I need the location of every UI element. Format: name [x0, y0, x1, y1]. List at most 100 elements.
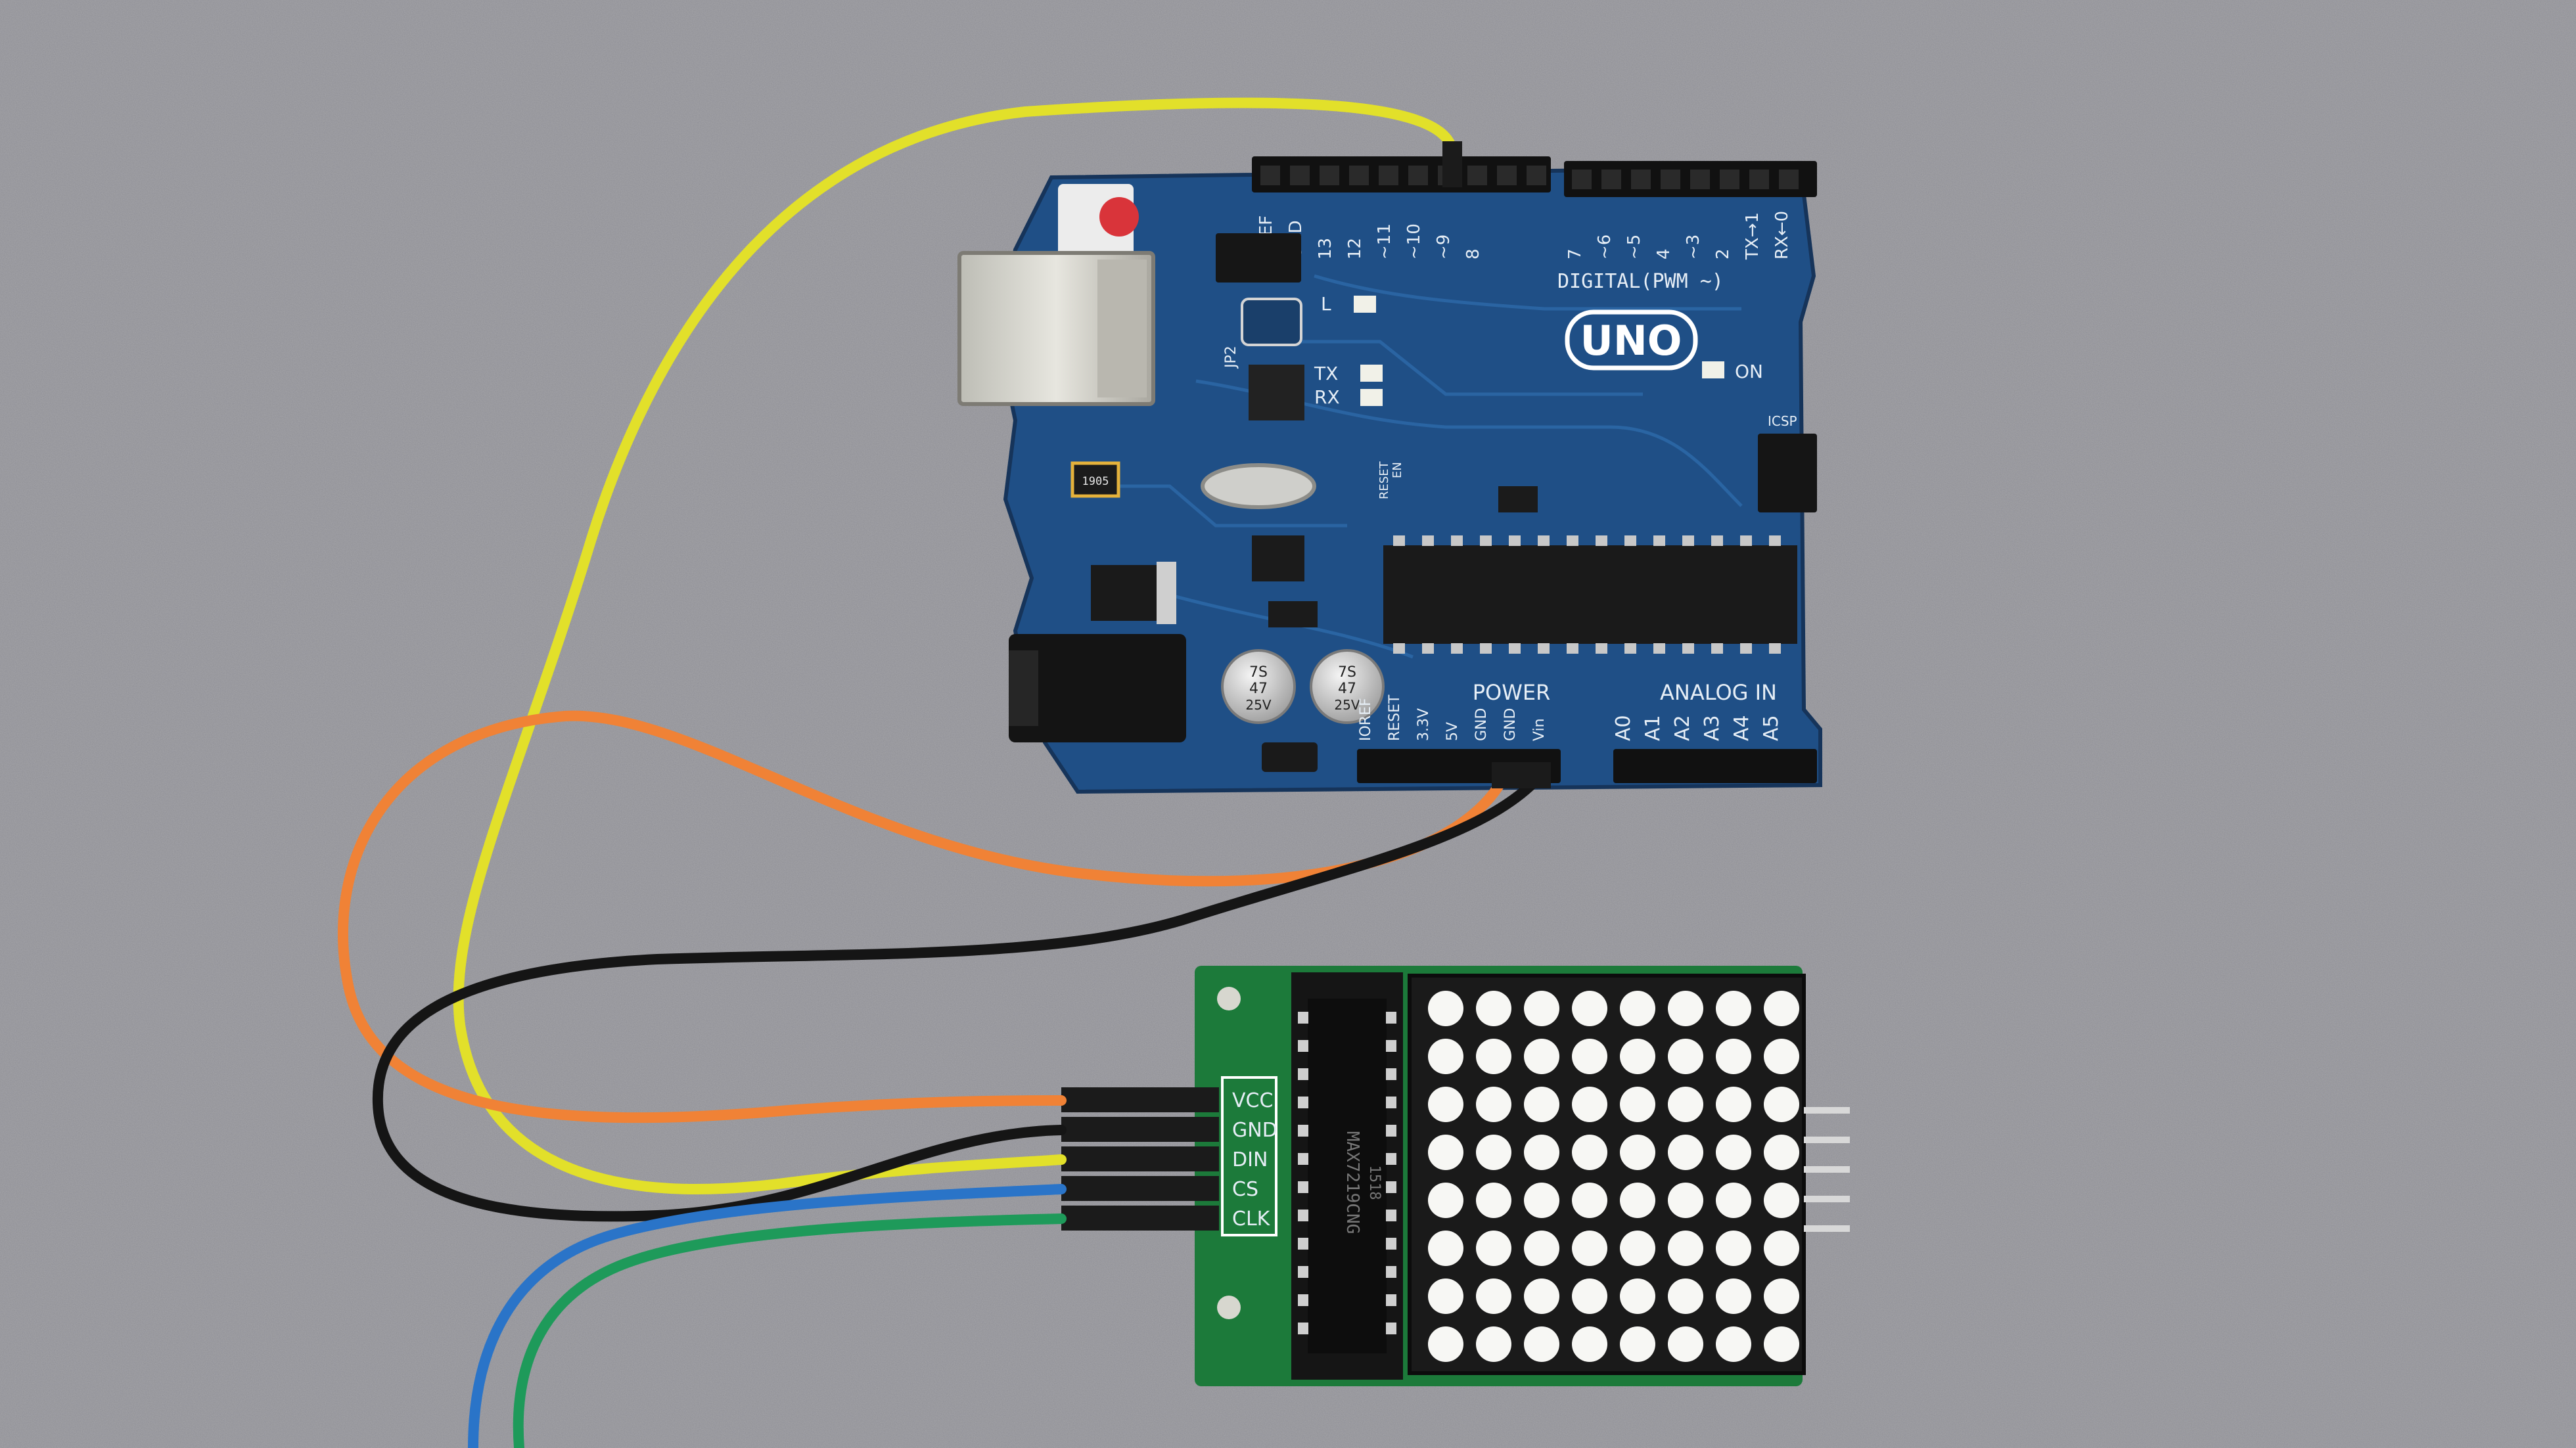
matrix-led: [1668, 1231, 1703, 1266]
matrix-led: [1572, 1087, 1607, 1122]
matrix-led: [1716, 1183, 1751, 1218]
matrix-led: [1524, 991, 1559, 1026]
digital-pin-label: 8: [1463, 248, 1483, 260]
jp2-label: JP2: [1223, 346, 1239, 369]
pin-label-din: DIN: [1232, 1148, 1268, 1171]
mount-hole-1: [1217, 987, 1241, 1010]
rx-led: [1360, 389, 1383, 406]
power-plug-pins: [1492, 762, 1551, 788]
usb-controller-chip: [1249, 365, 1304, 420]
matrix-led: [1716, 1039, 1751, 1074]
dc-power-jack[interactable]: [1009, 634, 1186, 742]
matrix-led: [1572, 1183, 1607, 1218]
mount-hole-2: [1217, 1296, 1241, 1319]
power-pin-label: RESET: [1387, 694, 1403, 741]
matrix-led: [1764, 1039, 1799, 1074]
wire-orange-vcc: [338, 710, 1510, 1123]
matrix-led: [1428, 1039, 1463, 1074]
matrix-led: [1620, 1039, 1655, 1074]
chip-pin: [1386, 1210, 1396, 1221]
matrix-led: [1476, 1278, 1511, 1314]
capacitor-1: 7S 47 25V: [1221, 649, 1296, 724]
smd-chip-2: [1268, 601, 1318, 627]
chip-pin: [1298, 1181, 1308, 1193]
jp2-pads: [1241, 298, 1302, 346]
atmega-pin: [1567, 643, 1578, 654]
svg-text:25V: 25V: [1334, 697, 1360, 713]
matrix-led: [1716, 1326, 1751, 1362]
matrix-led: [1524, 1326, 1559, 1362]
module-pin-labels: VCC GND DIN CS CLK: [1232, 1089, 1277, 1231]
matrix-led: [1572, 1231, 1607, 1266]
atmega-pin: [1624, 535, 1636, 546]
matrix-led: [1476, 1135, 1511, 1170]
analog-header[interactable]: [1613, 749, 1817, 783]
pin-label-gnd: GND: [1232, 1119, 1277, 1142]
matrix-led: [1428, 1278, 1463, 1314]
pin-label-cs: CS: [1232, 1178, 1258, 1201]
atmega-pin: [1711, 535, 1723, 546]
atmega-pin: [1538, 643, 1550, 654]
chip-pin: [1298, 1012, 1308, 1024]
atmega-pin: [1422, 535, 1434, 546]
uno-logo-frame: [1565, 309, 1698, 371]
chip-pin: [1298, 1125, 1308, 1137]
matrix-led: [1620, 1326, 1655, 1362]
digital-pin-label: 13: [1316, 238, 1335, 260]
analog-pin-label: A4: [1730, 715, 1753, 741]
atmega-pin: [1682, 535, 1694, 546]
matrix-led: [1428, 1087, 1463, 1122]
yellow-plug-pin: [1442, 141, 1462, 187]
atmega-pins: [1393, 535, 1781, 654]
icsp-header[interactable]: [1758, 434, 1817, 512]
atmega-pin: [1653, 535, 1665, 546]
icsp1-header[interactable]: [1216, 233, 1301, 283]
jumper-wires: [338, 97, 1551, 1448]
capacitor-2: 7S 47 25V: [1310, 649, 1385, 724]
usb-port-shadow: [1097, 260, 1147, 397]
atmega-pin: [1624, 643, 1636, 654]
matrix-led: [1572, 991, 1607, 1026]
on-led: [1702, 361, 1724, 378]
matrix-led: [1524, 1278, 1559, 1314]
l-led-label: L: [1321, 293, 1331, 315]
matrix-led: [1764, 1278, 1799, 1314]
led-grid: [1428, 991, 1799, 1362]
matrix-led: [1524, 1039, 1559, 1074]
chip-pin: [1386, 1323, 1396, 1334]
matrix-led: [1668, 1039, 1703, 1074]
crystal-oscillator: [1201, 463, 1316, 509]
digital-pin-label: 12: [1345, 238, 1365, 260]
max7219-matrix-module: VCC GND DIN CS CLK MAX7219CNG 1518: [1061, 966, 1850, 1386]
matrix-led: [1764, 1135, 1799, 1170]
matrix-led: [1668, 1087, 1703, 1122]
atmega-pin: [1393, 643, 1405, 654]
regulator-tab: [1157, 562, 1176, 624]
pin-label-box: [1221, 1076, 1277, 1236]
matrix-led: [1572, 1326, 1607, 1362]
chip-pin: [1298, 1210, 1308, 1221]
chip-pin: [1386, 1238, 1396, 1250]
matrix-led: [1764, 991, 1799, 1026]
rx-led-label: RX: [1314, 386, 1340, 408]
voltage-regulator: [1091, 565, 1157, 621]
chip-pin: [1386, 1294, 1396, 1306]
reset-switch-small: [1262, 742, 1318, 772]
matrix-led: [1524, 1087, 1559, 1122]
reset-button[interactable]: [1099, 197, 1139, 237]
power-pin-label: GND: [1502, 708, 1519, 741]
atmega-pin: [1711, 643, 1723, 654]
dupont-connectors[interactable]: [1061, 1087, 1219, 1231]
chip-pin: [1386, 1040, 1396, 1052]
matrix-led: [1476, 1326, 1511, 1362]
matrix-led: [1428, 1231, 1463, 1266]
atmega-pin: [1653, 643, 1665, 654]
power-label: POWER: [1473, 680, 1551, 705]
svg-text:47: 47: [1249, 681, 1268, 697]
matrix-led: [1764, 1087, 1799, 1122]
chip-date-code: 1518: [1366, 1165, 1383, 1200]
matrix-led: [1764, 1183, 1799, 1218]
on-led-label: ON: [1735, 361, 1763, 382]
chip-pin: [1298, 1266, 1308, 1278]
chip-pin: [1298, 1294, 1308, 1306]
